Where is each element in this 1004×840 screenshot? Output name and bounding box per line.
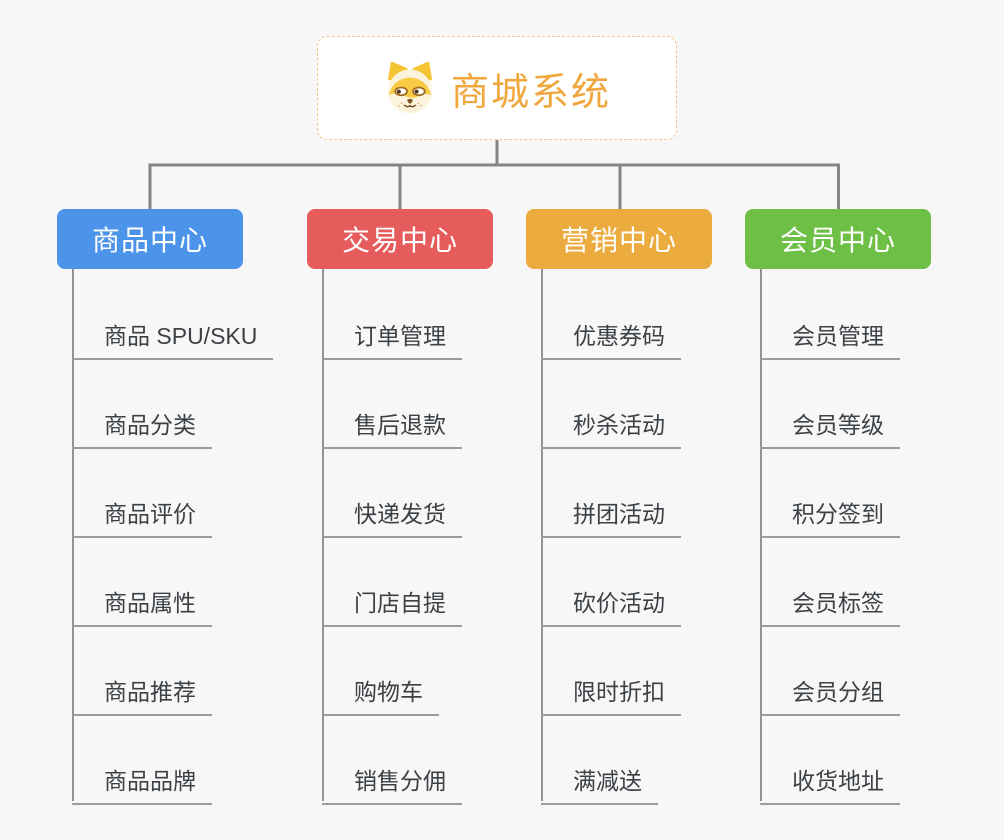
leaf-node[interactable]: 售后退款 bbox=[322, 412, 462, 449]
leaf-node[interactable]: 拼团活动 bbox=[541, 501, 681, 538]
leaf-label: 收货地址 bbox=[792, 768, 884, 794]
branch-trunk-line bbox=[760, 269, 762, 801]
leaf-node[interactable]: 秒杀活动 bbox=[541, 412, 681, 449]
leaf-label: 砍价活动 bbox=[573, 590, 665, 616]
leaf-label: 快递发货 bbox=[354, 501, 446, 527]
root-node[interactable]: 商城系统 bbox=[317, 36, 677, 140]
leaf-node[interactable]: 门店自提 bbox=[322, 590, 462, 627]
leaf-node[interactable]: 订单管理 bbox=[322, 323, 462, 360]
leaf-node[interactable]: 购物车 bbox=[322, 679, 439, 716]
root-title: 商城系统 bbox=[450, 71, 611, 114]
leaf-label: 会员等级 bbox=[792, 412, 884, 438]
leaf-label: 销售分佣 bbox=[354, 768, 446, 794]
leaf-label: 优惠券码 bbox=[573, 323, 665, 349]
leaf-node[interactable]: 商品属性 bbox=[72, 590, 212, 627]
leaf-node[interactable]: 商品推荐 bbox=[72, 679, 212, 716]
branch-node-2[interactable]: 交易中心 bbox=[307, 209, 493, 269]
leaf-node[interactable]: 积分签到 bbox=[760, 501, 900, 538]
leaf-node[interactable]: 销售分佣 bbox=[322, 768, 462, 805]
leaf-node[interactable]: 砍价活动 bbox=[541, 590, 681, 627]
branch-trunk-line bbox=[72, 269, 74, 801]
branch-node-3[interactable]: 营销中心 bbox=[526, 209, 712, 269]
branch-trunk-line bbox=[322, 269, 324, 801]
leaf-label: 商品推荐 bbox=[104, 679, 196, 705]
leaf-node[interactable]: 商品 SPU/SKU bbox=[72, 323, 274, 360]
branch-label: 营销中心 bbox=[560, 225, 677, 256]
branch-label: 交易中心 bbox=[341, 225, 458, 256]
leaf-label: 售后退款 bbox=[354, 412, 446, 438]
leaf-label: 会员分组 bbox=[792, 679, 884, 705]
leaf-node[interactable]: 收货地址 bbox=[760, 768, 900, 805]
leaf-label: 商品评价 bbox=[104, 501, 196, 527]
leaf-label: 订单管理 bbox=[354, 323, 446, 349]
branch-node-4[interactable]: 会员中心 bbox=[745, 209, 931, 269]
leaf-label: 商品品牌 bbox=[104, 768, 196, 794]
branch-node-1[interactable]: 商品中心 bbox=[57, 209, 243, 269]
leaf-label: 会员标签 bbox=[792, 590, 884, 616]
leaf-label: 商品属性 bbox=[104, 590, 196, 616]
leaf-label: 积分签到 bbox=[792, 501, 884, 527]
leaf-node[interactable]: 快递发货 bbox=[322, 501, 462, 538]
shiba-dog-icon bbox=[388, 61, 432, 114]
leaf-node[interactable]: 会员分组 bbox=[760, 679, 900, 716]
leaf-node[interactable]: 会员标签 bbox=[760, 590, 900, 627]
leaf-node[interactable]: 满减送 bbox=[541, 768, 658, 805]
leaf-node[interactable]: 商品评价 bbox=[72, 501, 212, 538]
leaf-node[interactable]: 会员管理 bbox=[760, 323, 900, 360]
leaf-node[interactable]: 商品品牌 bbox=[72, 768, 212, 805]
leaf-label: 拼团活动 bbox=[573, 501, 665, 527]
leaf-node[interactable]: 商品分类 bbox=[72, 412, 212, 449]
leaf-node[interactable]: 限时折扣 bbox=[541, 679, 681, 716]
leaf-node[interactable]: 优惠券码 bbox=[541, 323, 681, 360]
leaf-label: 购物车 bbox=[354, 679, 423, 705]
branch-label: 商品中心 bbox=[91, 225, 208, 256]
leaf-label: 门店自提 bbox=[354, 590, 446, 616]
leaf-label: 秒杀活动 bbox=[573, 412, 665, 438]
leaf-label: 限时折扣 bbox=[573, 679, 665, 705]
leaf-label: 满减送 bbox=[573, 768, 642, 794]
leaf-label: 会员管理 bbox=[792, 323, 884, 349]
leaf-node[interactable]: 会员等级 bbox=[760, 412, 900, 449]
branch-trunk-line bbox=[541, 269, 543, 801]
leaf-label: 商品 SPU/SKU bbox=[104, 323, 258, 349]
branch-label: 会员中心 bbox=[779, 225, 896, 256]
leaf-label: 商品分类 bbox=[104, 412, 196, 438]
